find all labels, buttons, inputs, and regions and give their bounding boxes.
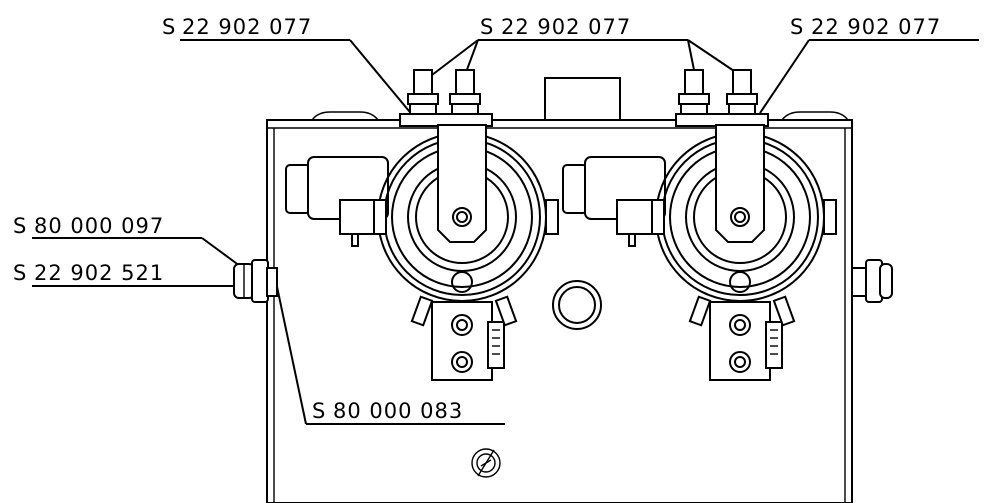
callout-prefix: S xyxy=(162,15,176,39)
callout-prefix: S xyxy=(312,399,326,423)
earth-symbol xyxy=(471,448,501,478)
callout-prefix: S xyxy=(480,15,494,39)
callout-code: 80 000 097 xyxy=(34,214,164,238)
center-o-ring xyxy=(552,280,602,330)
callout-left-lower: S 22 902 521 xyxy=(13,261,240,287)
callout-prefix: S xyxy=(13,214,27,238)
callout-prefix: S xyxy=(790,15,804,39)
callout-left-upper: S 80 000 097 xyxy=(13,214,241,267)
callout-top-left: S 22 902 077 xyxy=(162,15,415,118)
callout-code: 22 902 077 xyxy=(501,15,631,39)
callout-code: 22 902 521 xyxy=(34,261,164,285)
right-fitting xyxy=(851,259,893,303)
callout-code: 22 902 077 xyxy=(811,15,941,39)
callout-bottom: S 80 000 083 xyxy=(275,281,505,425)
regulator-right xyxy=(562,69,837,381)
callout-code: 80 000 083 xyxy=(333,399,463,423)
callout-prefix: S xyxy=(13,261,27,285)
regulator-left xyxy=(285,69,559,381)
left-fitting xyxy=(233,259,278,303)
callout-top-center: S 22 902 077 xyxy=(431,15,741,76)
callout-code: 22 902 077 xyxy=(182,15,312,39)
callout-top-right: S 22 902 077 xyxy=(759,15,979,114)
